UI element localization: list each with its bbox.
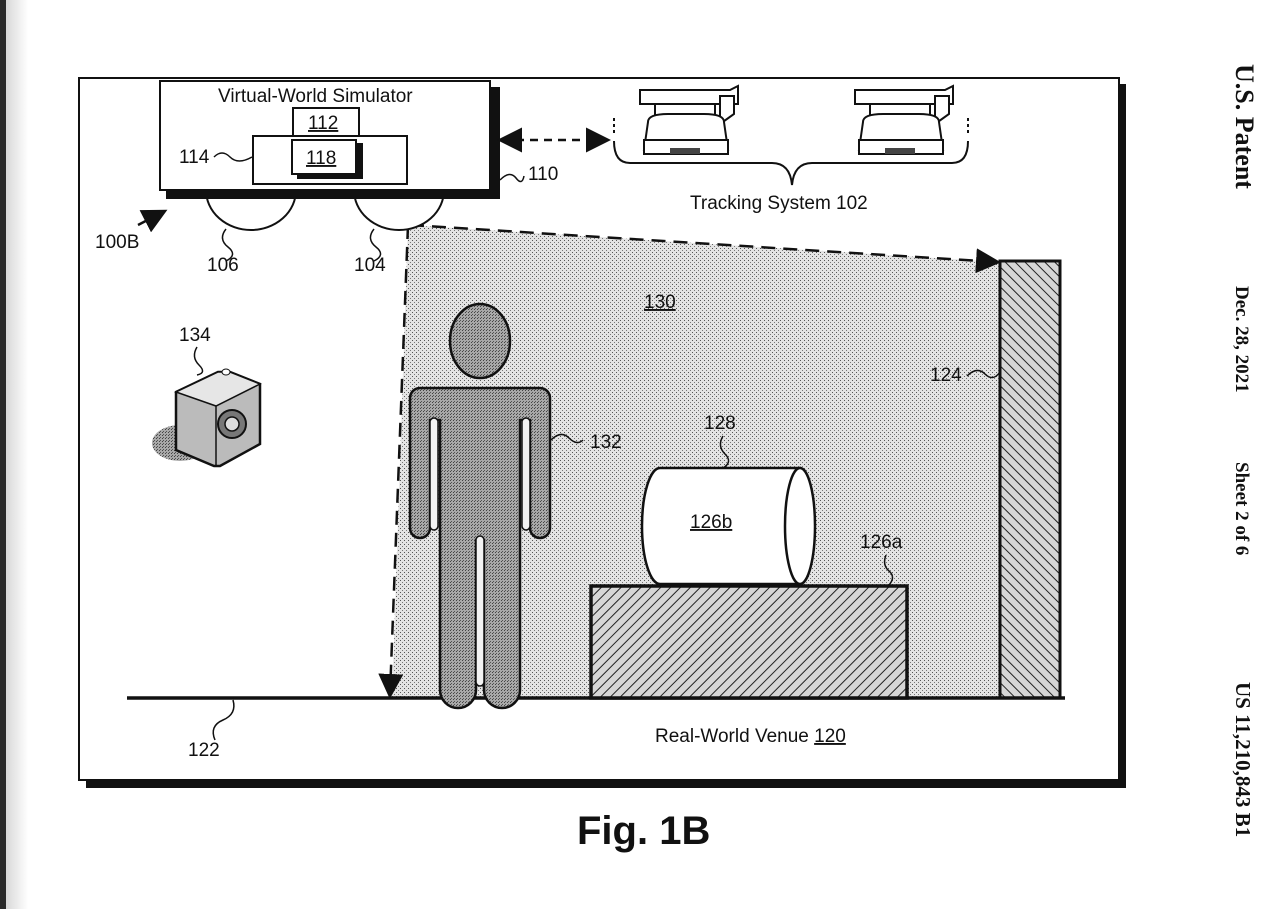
patent-header-number: US 11,210,843 B1	[1231, 682, 1255, 837]
tracking-system-label: Tracking System 102	[690, 193, 868, 214]
venue-label-text: Real-World Venue	[655, 726, 814, 747]
leader-134	[193, 346, 204, 376]
ref-124: 124	[930, 365, 962, 386]
viewer-page-shadow	[6, 0, 28, 909]
ref-112: 112	[308, 113, 338, 134]
venue-label-ref: 120	[814, 726, 846, 747]
ref-130: 130	[644, 292, 676, 313]
leader-114	[213, 152, 253, 162]
ref-110: 110	[528, 164, 558, 185]
leader-110	[499, 173, 525, 183]
projection-area-130	[392, 225, 1000, 698]
ref-126a: 126a	[860, 532, 903, 553]
patent-header-sheet: Sheet 2 of 6	[1231, 462, 1252, 555]
leader-126a	[883, 554, 894, 586]
tracking-brace	[613, 140, 969, 186]
ref-128: 128	[704, 413, 736, 434]
wall-124	[998, 259, 1062, 700]
patent-header-title: U.S. Patent	[1230, 64, 1259, 189]
leader-104	[369, 228, 382, 262]
platform-126a	[589, 584, 909, 700]
projection-edge-top-arrow	[409, 223, 1001, 274]
projector-104	[353, 189, 445, 231]
tracking-camera-right	[854, 84, 954, 155]
leader-124	[966, 369, 1001, 379]
venue-label: Real-World Venue 120	[655, 726, 846, 747]
viewer-left-edge	[0, 0, 6, 909]
projector-106	[205, 189, 297, 231]
leader-128	[719, 435, 730, 469]
figure-caption: Fig. 1B	[577, 809, 710, 853]
leader-122	[212, 699, 235, 741]
ref-100B: 100B	[95, 232, 139, 253]
person-132	[408, 302, 552, 710]
cylinder-126b	[640, 466, 817, 586]
simulator-title: Virtual-World Simulator	[218, 86, 413, 107]
ref-104: 104	[354, 255, 386, 276]
ref-134: 134	[179, 325, 211, 346]
component-box-118	[291, 139, 357, 175]
ref-132: 132	[590, 432, 622, 453]
arrow-100B	[137, 209, 168, 233]
leader-106	[221, 228, 234, 262]
ref-126b: 126b	[690, 512, 732, 533]
patent-header-date: Dec. 28, 2021	[1231, 286, 1252, 393]
ref-118: 118	[306, 148, 336, 169]
ref-114: 114	[179, 147, 210, 168]
tracking-camera-left	[639, 84, 739, 155]
projection-edge-left-arrow	[378, 224, 410, 699]
leader-132	[550, 433, 584, 444]
ref-122: 122	[188, 740, 220, 761]
camera-134	[152, 368, 262, 468]
ref-106: 106	[207, 255, 239, 276]
